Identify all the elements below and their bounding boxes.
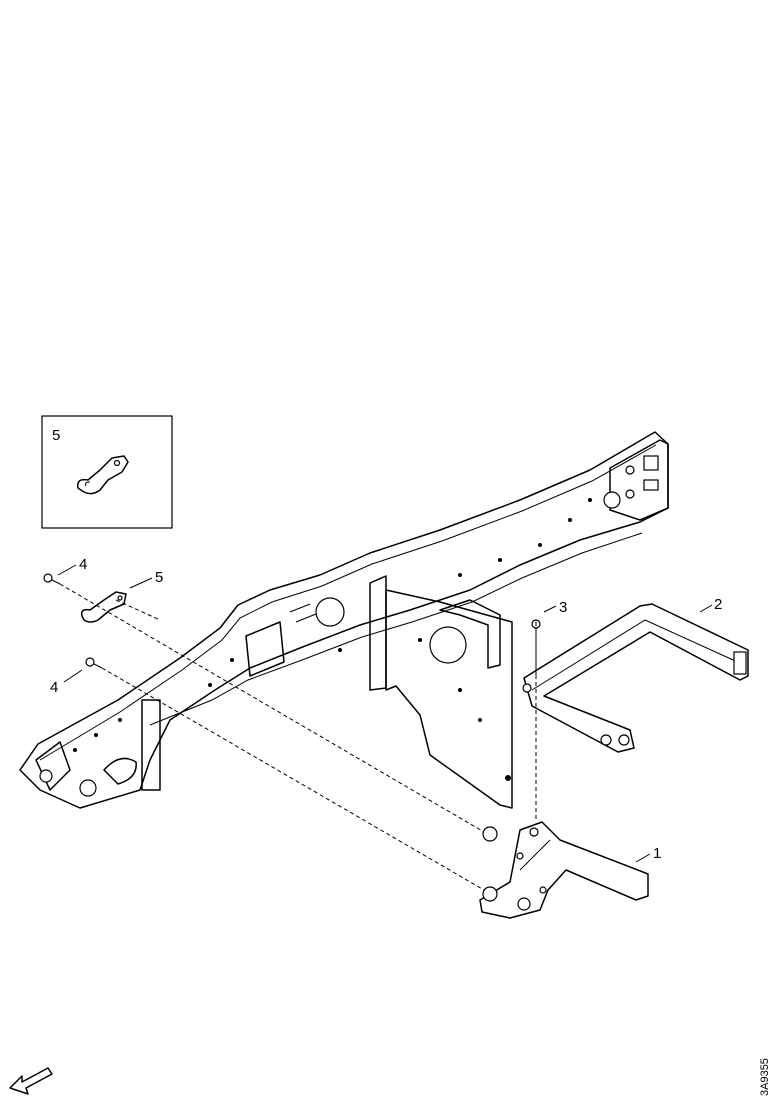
callout-5: 5 [155, 569, 163, 586]
bolt-4-upper-icon [43, 573, 61, 585]
inset-label: 5 [52, 427, 60, 444]
callout-leader-5 [129, 577, 153, 589]
callout-leader-4a [57, 564, 77, 576]
inset-detail-part-5: 5 [41, 415, 173, 529]
rear-cross-bracket [522, 603, 749, 753]
callouts: 1 2 3 4 4 5 [50, 556, 722, 863]
callout-4-lower: 4 [50, 679, 58, 696]
callout-4-upper: 4 [79, 556, 87, 573]
assembly-lines [59, 583, 537, 891]
orientation-arrow-icon [9, 1067, 53, 1095]
callout-1: 1 [653, 845, 661, 862]
callout-leader-4b [63, 669, 83, 683]
clip-5-icon [80, 591, 127, 623]
callout-3: 3 [559, 599, 567, 616]
inset-box [41, 415, 173, 529]
callout-2: 2 [714, 596, 722, 613]
main-frame [19, 431, 669, 809]
callout-leader-2 [699, 604, 713, 613]
reference-code: 3A9355 [759, 1058, 771, 1096]
callout-leader-3 [543, 605, 557, 613]
bolt-4-lower-icon [85, 657, 103, 669]
callout-leader-1 [635, 853, 651, 863]
front-lower-bracket [479, 821, 649, 919]
clip-detail-icon [76, 455, 129, 495]
